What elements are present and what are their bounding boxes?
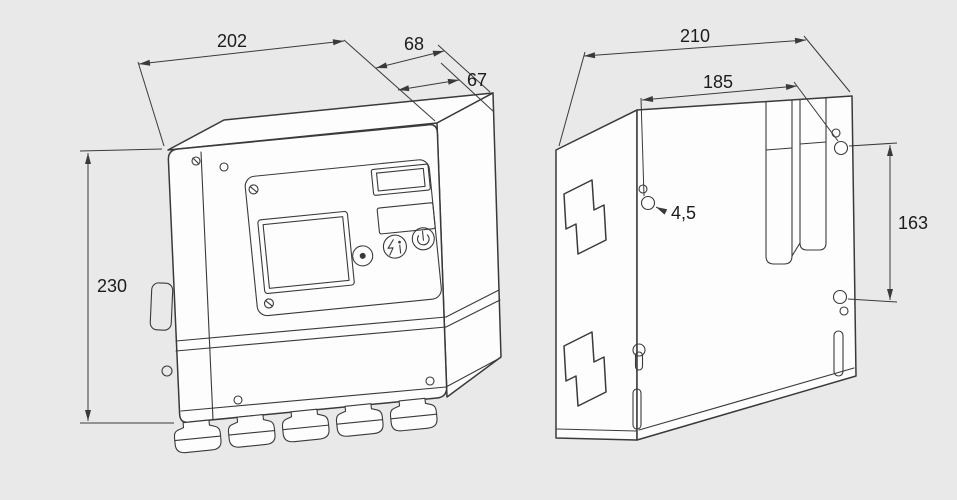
back-face [636, 95, 857, 441]
door-edge [200, 151, 214, 421]
power-button [411, 227, 435, 251]
dim-width-label: 202 [217, 31, 247, 51]
side-bottom-line [556, 428, 637, 432]
screw [425, 376, 435, 386]
screw [233, 395, 243, 405]
dim-height-label: 230 [97, 276, 127, 296]
lock-hole [161, 365, 173, 377]
side-cover-line [445, 289, 500, 318]
dim-overall-width-label: 210 [680, 26, 710, 46]
lower-cover-line [175, 316, 447, 342]
hinge-bracket-top [563, 179, 607, 255]
screw [191, 156, 201, 166]
top-mounting-slot [765, 97, 827, 265]
dot-button-icon [359, 252, 366, 259]
dimension-depth-68: 68 [375, 34, 491, 93]
dimension-height-230: 230 [79, 148, 174, 424]
reset-info-button [382, 234, 407, 259]
front-face [167, 123, 448, 424]
right-side-face [436, 92, 502, 398]
panel-screw [263, 298, 274, 309]
cable-gland [226, 413, 277, 449]
dot-button [352, 245, 374, 267]
dimension-width-202: 202 [137, 31, 436, 147]
dim-depth-front-label: 67 [467, 70, 487, 90]
side-flange-line [445, 357, 501, 388]
control-panel [244, 159, 442, 317]
dimension-width-210: 210 [558, 26, 851, 147]
reset-info-icon [387, 239, 402, 256]
front-view: 202 68 67 230 [79, 31, 502, 455]
dim-depth-rear-label: 68 [404, 34, 424, 54]
dimension-hole-spacing-163: 163 [847, 142, 928, 303]
dim-hole-diameter-label: 4,5 [671, 203, 696, 223]
back-bottom-line [638, 367, 855, 431]
mounting-slot-bottom-left [632, 388, 642, 430]
lcd-display [257, 210, 355, 295]
mounting-slot-bottom-right [833, 330, 844, 377]
panel-screw [248, 184, 259, 195]
dimension-hole-spacing-185: 185 [640, 72, 839, 197]
dim-hole-spacing-v-label: 163 [898, 213, 928, 233]
rear-view: 210 185 4,5 163 [555, 26, 928, 441]
display-window [370, 163, 431, 196]
dimension-depth-67: 67 [397, 62, 495, 113]
display-window-inner [375, 167, 426, 192]
lower-cover-line [175, 326, 447, 352]
side-label-area [149, 282, 174, 331]
device-body-front [149, 92, 502, 424]
side-cover-line [445, 299, 501, 328]
screw [219, 162, 229, 172]
power-icon [416, 230, 430, 246]
lcd-display-inner [262, 216, 350, 289]
cable-gland [172, 418, 223, 455]
panel-frame [244, 159, 442, 317]
cable-hook [632, 343, 646, 371]
nameplate [376, 202, 436, 235]
dimension-hole-diameter-45: 4,5 [655, 203, 696, 223]
device-body-rear [555, 95, 857, 441]
cable-gland [280, 407, 331, 444]
dim-hole-spacing-h-label: 185 [703, 72, 733, 92]
mounting-hole-top-left [638, 184, 656, 211]
hinge-bracket-bottom [563, 331, 607, 407]
bottom-flange-line [180, 386, 447, 412]
mounting-hole-right-middle [832, 289, 849, 316]
